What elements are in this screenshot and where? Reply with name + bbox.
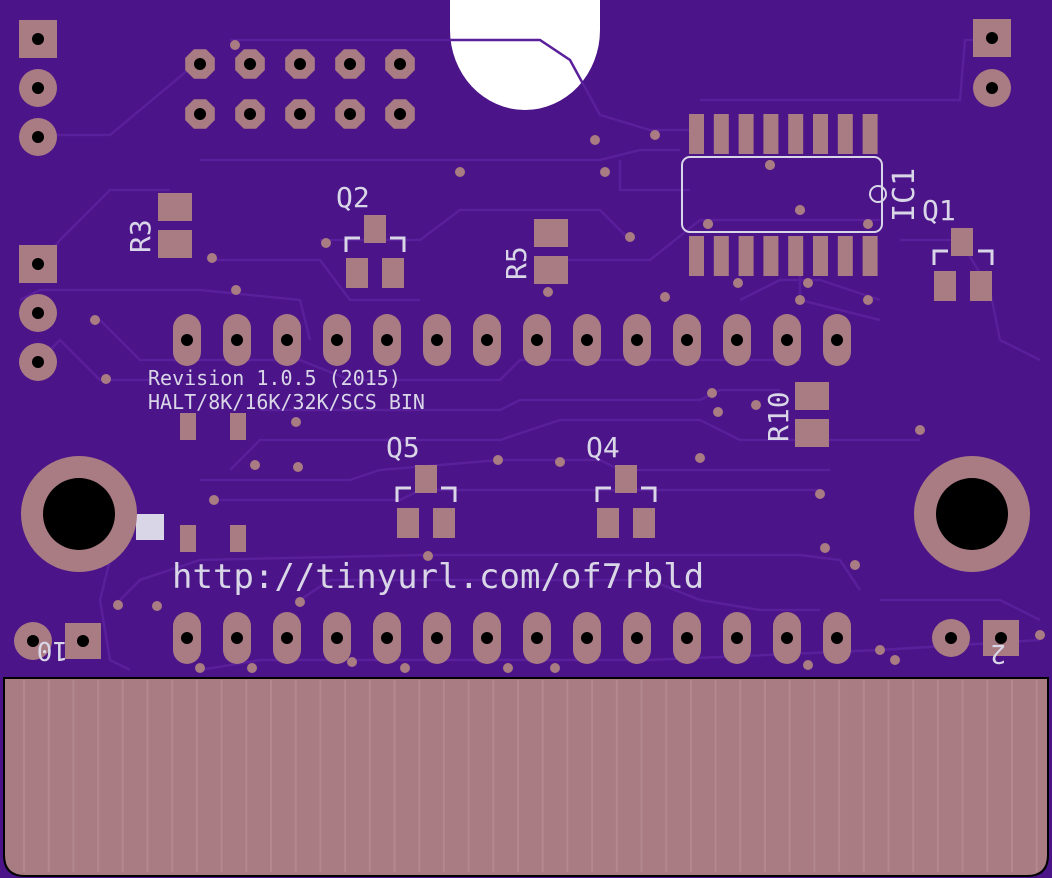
label-q4: Q4 <box>586 431 620 464</box>
pin-hole <box>231 632 243 644</box>
pin-hole <box>831 632 843 644</box>
silkscreen: Q2 Q1 Q5 Q4 R3 R5 R10 IC1 Revision 1.0.5… <box>37 168 1006 668</box>
label-q5: Q5 <box>386 431 420 464</box>
ic1-pin-pad <box>862 236 878 276</box>
pin-hole <box>531 334 543 346</box>
label-q2: Q2 <box>336 181 370 214</box>
mounting-hole-left <box>21 456 137 572</box>
ic1-pin-pad <box>738 236 754 276</box>
pin-row-top <box>173 314 851 366</box>
ic1-pin-pad <box>813 114 828 154</box>
pin-hole <box>281 334 293 346</box>
pin-hole <box>181 334 193 346</box>
pin-label-10: 10 <box>37 635 68 665</box>
url-text: http://tinyurl.com/of7rbld <box>172 557 704 597</box>
header-hole <box>294 108 306 120</box>
header-hole <box>194 58 206 70</box>
r10-footprint <box>795 382 829 447</box>
q4-footprint <box>595 465 657 538</box>
edge-connector <box>3 677 1049 877</box>
ic1-pin-pad <box>738 114 754 154</box>
pin-hole <box>731 632 743 644</box>
pin-hole <box>281 632 293 644</box>
ic1-pin-pad <box>837 114 853 154</box>
pin-hole <box>731 334 743 346</box>
q5-footprint <box>395 465 457 538</box>
ic1-pin-pad <box>862 114 878 154</box>
ic1-pin-pad <box>763 114 779 154</box>
mounting-hole-right <box>914 456 1030 572</box>
header-hole <box>244 108 256 120</box>
ic1-pin-pad <box>788 114 804 154</box>
ic1-pin-pad <box>713 236 729 276</box>
pin-hole <box>481 632 493 644</box>
ic1-pads-bottom <box>689 236 878 276</box>
header-hole <box>294 58 306 70</box>
pin-hole <box>431 334 443 346</box>
pin-hole <box>331 632 343 644</box>
header-top-left <box>19 20 57 156</box>
ic1-pin-pad <box>813 236 828 276</box>
pin-hole <box>631 632 643 644</box>
pin-label-2: 2 <box>990 638 1006 668</box>
pin-hole <box>681 632 693 644</box>
edge-connector-fingers <box>23 680 1038 872</box>
ic1-pin-pad <box>788 236 804 276</box>
header-hole <box>244 58 256 70</box>
label-ic1: IC1 <box>887 168 922 222</box>
header-hole <box>394 58 406 70</box>
header-hole <box>344 58 356 70</box>
label-r10: R10 <box>762 391 795 442</box>
fiducial-marker <box>136 514 164 540</box>
ic1-pads-top <box>689 114 878 154</box>
pin-hole <box>181 632 193 644</box>
header-hole <box>394 108 406 120</box>
header-hole <box>344 108 356 120</box>
ic1-pin-pad <box>689 114 704 154</box>
pin-hole <box>831 334 843 346</box>
ic1-pin-pad <box>763 236 779 276</box>
r5-footprint <box>534 219 568 284</box>
q1-footprint <box>932 228 994 301</box>
pin-hole <box>681 334 693 346</box>
config-text: HALT/8K/16K/32K/SCS BIN <box>148 390 425 414</box>
label-r3: R3 <box>124 219 157 253</box>
header-top-right <box>973 19 1011 107</box>
pin-hole <box>231 334 243 346</box>
pin-hole <box>631 334 643 346</box>
pin-hole <box>331 334 343 346</box>
ic1-soic-20 <box>681 114 887 276</box>
pin-hole <box>381 632 393 644</box>
ic1-outline <box>681 156 883 233</box>
label-r5: R5 <box>500 246 533 280</box>
header-mid-left <box>19 245 57 381</box>
header-2x5 <box>185 49 415 129</box>
pads-bottom-right <box>932 619 1019 657</box>
jumper-pads <box>180 413 246 552</box>
q2-footprint <box>344 215 406 288</box>
r3-footprint <box>158 193 192 258</box>
ic1-pin1-marker <box>869 185 887 203</box>
header-hole <box>194 108 206 120</box>
revision-text: Revision 1.0.5 (2015) <box>148 366 401 390</box>
pin-hole <box>381 334 393 346</box>
pin-hole <box>581 334 593 346</box>
pin-hole <box>481 334 493 346</box>
pin-hole <box>431 632 443 644</box>
pin-hole <box>781 334 793 346</box>
pads-bottom-left <box>14 622 101 660</box>
ic1-pin-pad <box>689 236 704 276</box>
pin-hole <box>781 632 793 644</box>
ic1-pin-pad <box>713 114 729 154</box>
pin-row-bottom <box>173 612 851 664</box>
ic1-pin-pad <box>837 236 853 276</box>
pin-hole <box>581 632 593 644</box>
label-q1: Q1 <box>922 194 956 227</box>
pin-hole <box>531 632 543 644</box>
